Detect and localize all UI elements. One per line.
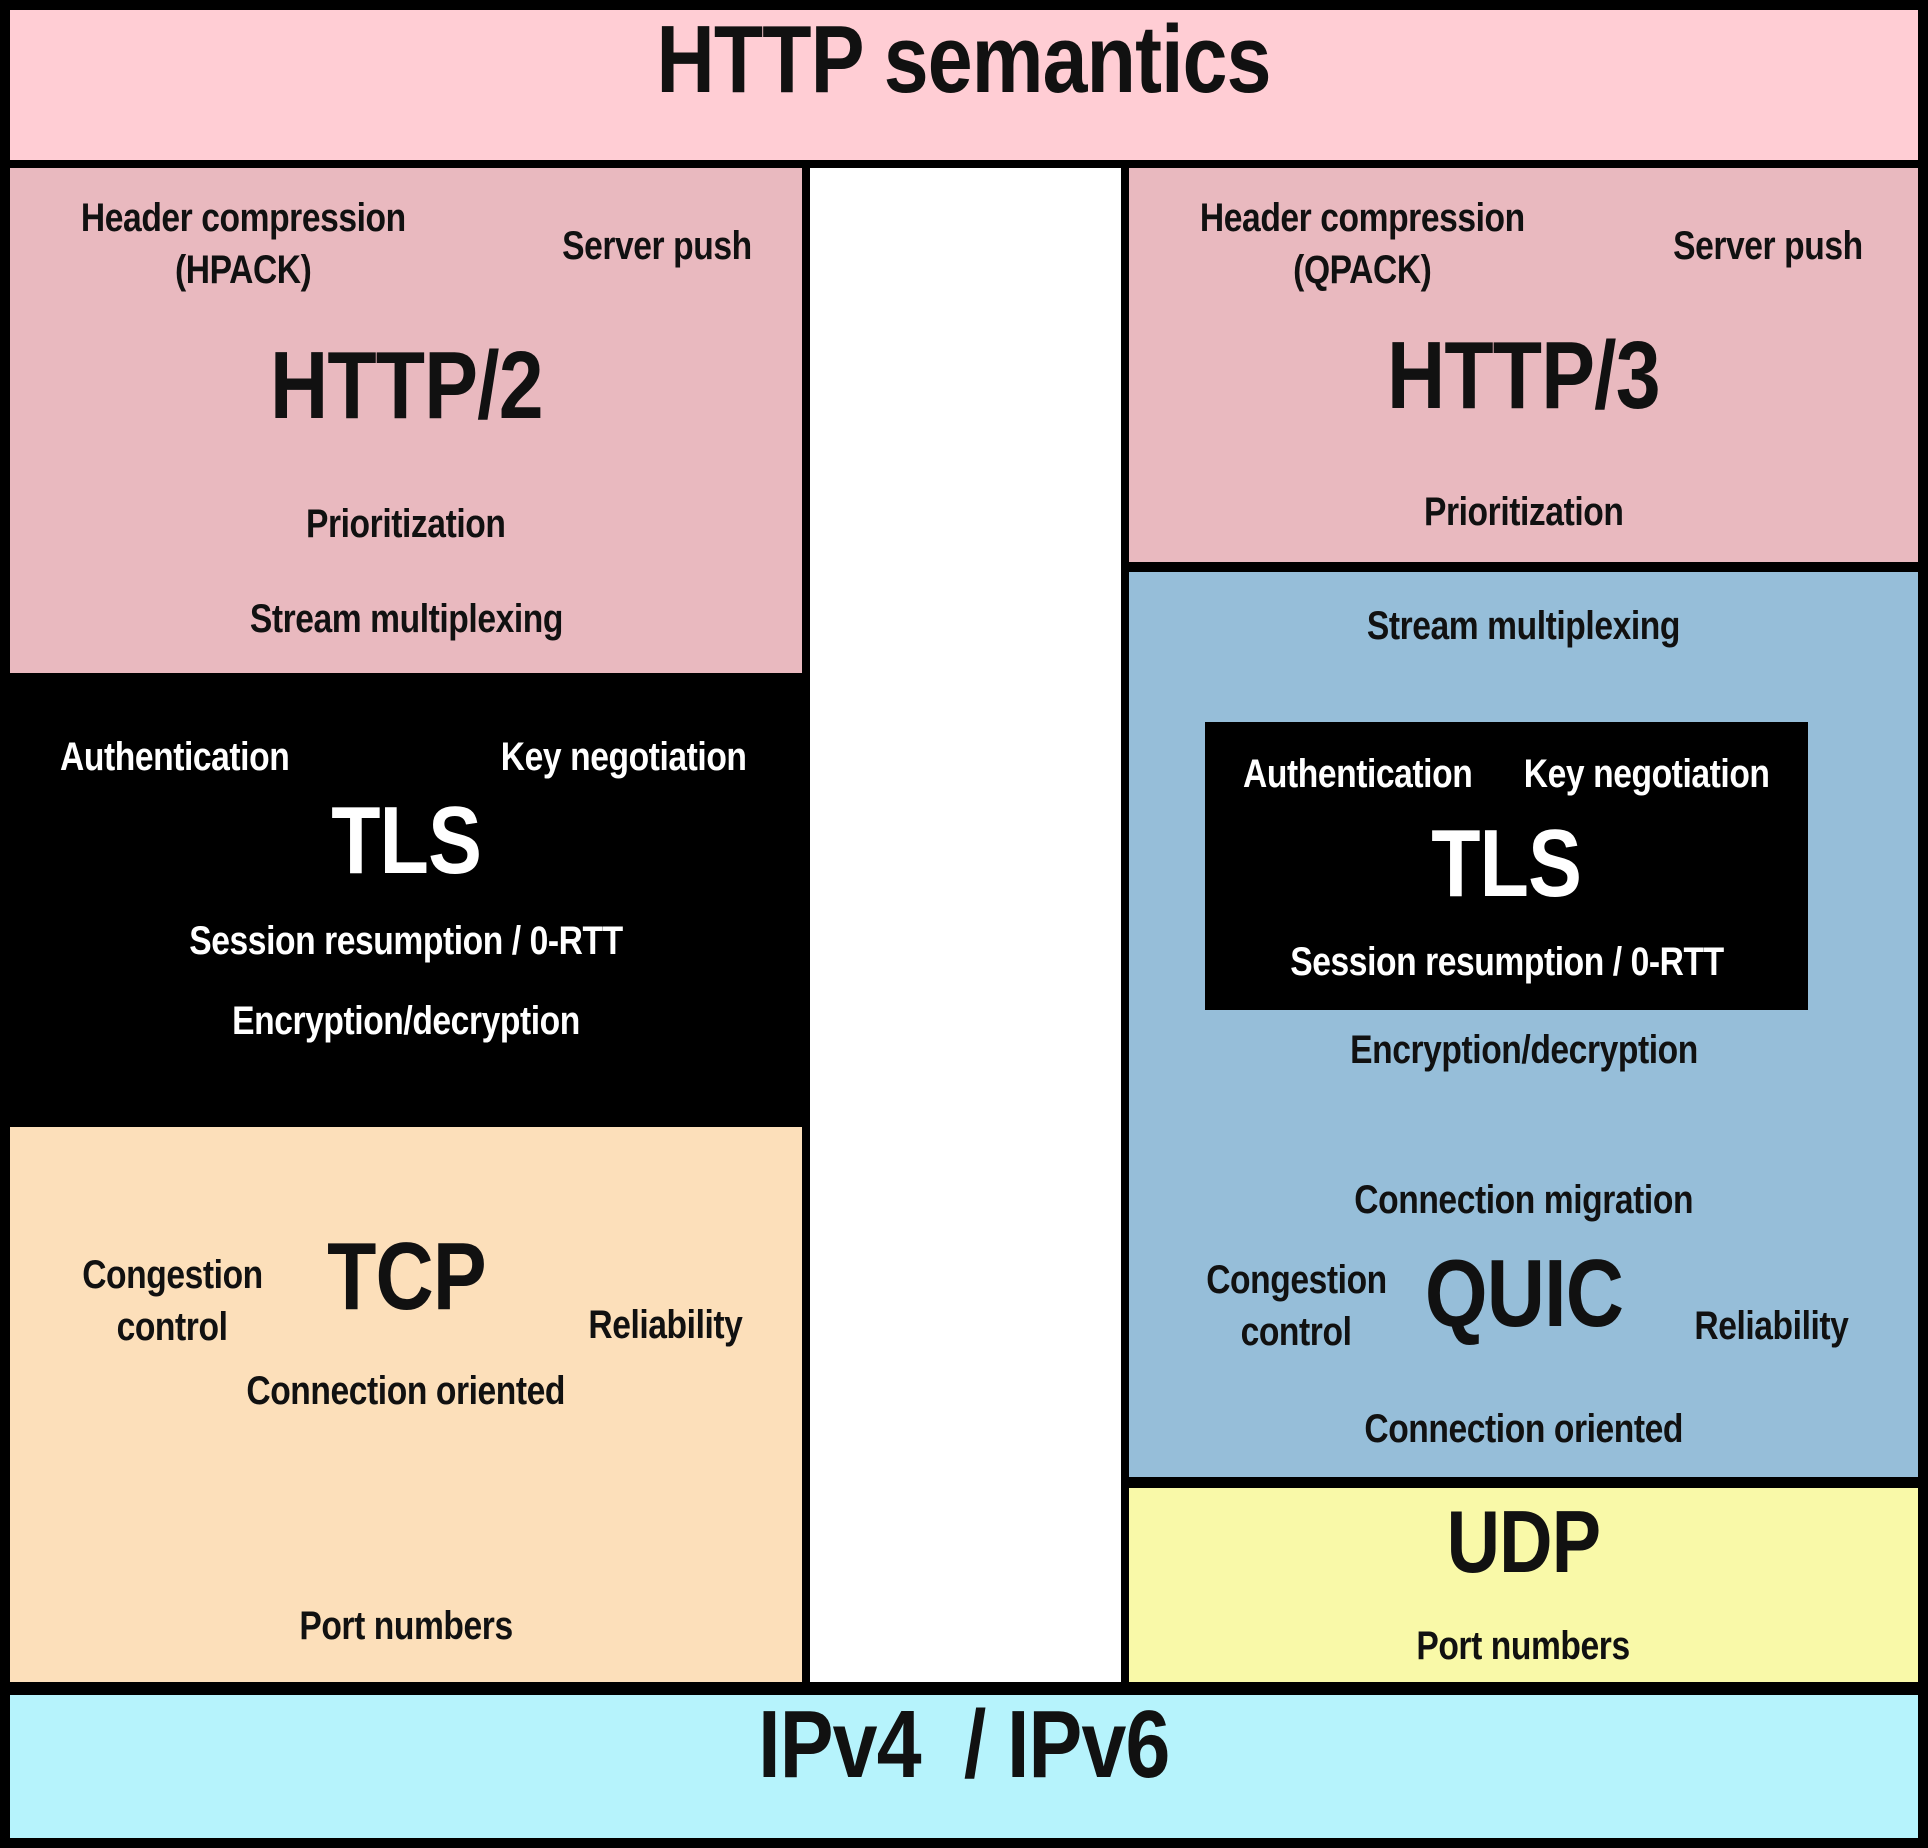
tls-left-authentication-label: Authentication xyxy=(60,735,290,779)
http2-title: HTTP/2 xyxy=(269,332,544,439)
tls-inner-session-resumption-label: Session resumption / 0-RTT xyxy=(1289,940,1724,984)
quic-control-label: control xyxy=(1241,1310,1352,1354)
tcp-title: TCP xyxy=(326,1223,487,1330)
tls-left-encryption-wrap: Encryption/decryption xyxy=(10,995,802,1047)
ip-bar: IPv4 / IPv6 xyxy=(10,1691,1918,1838)
tls-inner-session-resumption-wrap: Session resumption / 0-RTT xyxy=(1205,936,1808,988)
tls-left-session-resumption-label: Session resumption / 0-RTT xyxy=(189,919,623,963)
http2-title-wrap: HTTP/2 xyxy=(10,332,802,439)
http3-header-compression-label: Header compression xyxy=(1199,196,1525,240)
http2-header-compression-cluster: Header compression (HPACK) xyxy=(50,192,437,296)
tls-inner-authentication-label: Authentication xyxy=(1243,752,1473,796)
tls-inner-key-negotiation-label: Key negotiation xyxy=(1524,752,1770,796)
tls-inner-title-wrap: TLS xyxy=(1205,810,1808,917)
http2-server-push-wrap: Server push xyxy=(526,220,752,272)
http2-prioritization-wrap: Prioritization xyxy=(10,498,802,550)
tcp-reliability-label: Reliability xyxy=(587,1303,743,1347)
http-semantics-label: HTTP semantics xyxy=(656,6,1272,113)
quic-congestion-control-cluster: Congestion control xyxy=(1189,1254,1404,1358)
tcp-control-label: control xyxy=(117,1305,228,1349)
column-gap xyxy=(810,168,1121,1682)
tcp-reliability-wrap: Reliability xyxy=(559,1299,743,1351)
tls-left-key-negotiation-label: Key negotiation xyxy=(501,735,747,779)
tls-box-left: Authentication Key negotiation TLS Sessi… xyxy=(10,673,802,1127)
http2-prioritization-label: Prioritization xyxy=(306,502,506,546)
udp-title: UDP xyxy=(1446,1492,1601,1591)
http3-prioritization-wrap: Prioritization xyxy=(1129,486,1918,538)
http3-server-push-wrap: Server push xyxy=(1637,220,1863,272)
tls-inner-title: TLS xyxy=(1431,810,1583,917)
tcp-title-wrap: TCP xyxy=(10,1223,802,1330)
quic-connection-migration-wrap: Connection migration xyxy=(1129,1174,1918,1226)
quic-reliability-label: Reliability xyxy=(1693,1304,1849,1348)
tcp-congestion-label: Congestion xyxy=(82,1253,263,1297)
tls-left-title: TLS xyxy=(331,787,482,894)
http2-box: Header compression (HPACK) Server push H… xyxy=(10,168,802,673)
tls-inner-authentication-wrap: Authentication xyxy=(1243,748,1516,800)
tls-left-key-negotiation-wrap: Key negotiation xyxy=(454,731,747,783)
tls-box-inner: Authentication Key negotiation TLS Sessi… xyxy=(1205,722,1808,1010)
quic-congestion-label: Congestion xyxy=(1206,1258,1387,1302)
tcp-port-numbers-wrap: Port numbers xyxy=(10,1600,802,1652)
http2-stream-multiplexing-wrap: Stream multiplexing xyxy=(10,593,802,645)
quic-connection-migration-label: Connection migration xyxy=(1354,1178,1693,1222)
http3-prioritization-label: Prioritization xyxy=(1423,490,1624,534)
quic-stream-multiplexing-label: Stream multiplexing xyxy=(1366,604,1681,648)
http-semantics-bar: HTTP semantics xyxy=(10,6,1918,160)
quic-box: Stream multiplexing Authentication Key n… xyxy=(1129,572,1918,1477)
tcp-port-numbers-label: Port numbers xyxy=(299,1604,513,1648)
http3-header-compression-cluster: Header compression (QPACK) xyxy=(1169,192,1556,296)
udp-port-numbers-label: Port numbers xyxy=(1416,1624,1631,1668)
http2-header-compression-label: Header compression xyxy=(80,196,406,240)
tcp-congestion-control-cluster: Congestion control xyxy=(65,1249,280,1353)
http3-server-push-label: Server push xyxy=(1673,224,1863,268)
http3-title-wrap: HTTP/3 xyxy=(1129,322,1918,429)
tls-left-title-wrap: TLS xyxy=(10,787,802,894)
quic-reliability-wrap: Reliability xyxy=(1665,1300,1849,1352)
quic-encryption-label: Encryption/decryption xyxy=(1349,1028,1698,1072)
tcp-connection-oriented-label: Connection oriented xyxy=(246,1369,566,1413)
udp-box: UDP Port numbers xyxy=(1129,1488,1918,1682)
http3-title: HTTP/3 xyxy=(1387,322,1661,429)
quic-stream-multiplexing-wrap: Stream multiplexing xyxy=(1129,600,1918,652)
http2-server-push-label: Server push xyxy=(562,224,752,268)
tcp-connection-oriented-wrap: Connection oriented xyxy=(10,1365,802,1417)
quic-encryption-wrap: Encryption/decryption xyxy=(1129,1024,1918,1076)
tls-inner-key-negotiation-wrap: Key negotiation xyxy=(1477,748,1770,800)
tcp-box: Congestion control TCP Reliability Conne… xyxy=(10,1127,802,1682)
udp-title-wrap: UDP xyxy=(1129,1492,1918,1591)
udp-port-numbers-wrap: Port numbers xyxy=(1129,1620,1918,1672)
tls-left-session-resumption-wrap: Session resumption / 0-RTT xyxy=(10,915,802,967)
quic-title: QUIC xyxy=(1424,1240,1623,1347)
ip-label: IPv4 / IPv6 xyxy=(758,1691,1170,1798)
http3-box: Header compression (QPACK) Server push H… xyxy=(1129,168,1918,562)
http2-hpack-label: (HPACK) xyxy=(175,248,312,292)
tls-left-encryption-label: Encryption/decryption xyxy=(232,999,580,1043)
quic-connection-oriented-label: Connection oriented xyxy=(1364,1407,1683,1451)
http2-stream-multiplexing-label: Stream multiplexing xyxy=(249,597,563,641)
http3-qpack-label: (QPACK) xyxy=(1293,248,1432,292)
quic-title-wrap: QUIC xyxy=(1129,1240,1918,1347)
tls-left-authentication-wrap: Authentication xyxy=(60,731,333,783)
quic-connection-oriented-wrap: Connection oriented xyxy=(1129,1403,1918,1455)
